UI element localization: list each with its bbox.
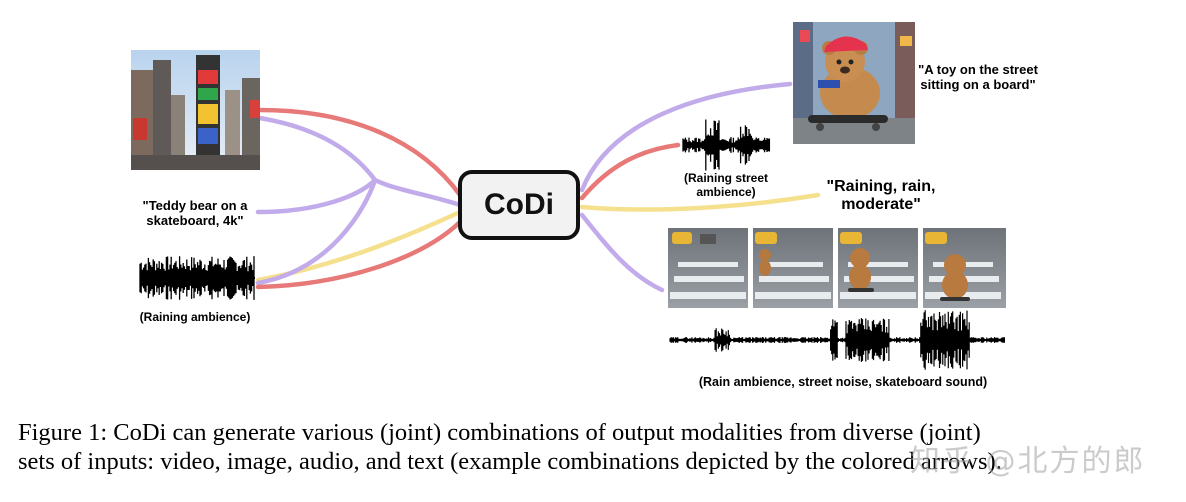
figure-caption: Figure 1: CoDi can generate various (joi… — [18, 418, 1168, 477]
arrow-red-audio-to-codi — [255, 219, 463, 290]
arrow-purple-codi-to-video — [579, 212, 665, 293]
arrow-yellow-codi-to-text — [579, 192, 821, 212]
video-frame-1 — [668, 228, 748, 308]
arrow-purple-audio-to-codi — [255, 177, 378, 286]
output-teddy-image — [793, 22, 915, 144]
video-frame-2 — [753, 228, 833, 308]
input-audio-caption: (Raining ambience) — [139, 310, 251, 324]
arrow-purple-codi-to-image — [579, 81, 793, 193]
output-audio-waveform — [682, 119, 771, 171]
arrow-purple-text-to-codi — [255, 177, 378, 215]
input-text-prompt: "Teddy bear on a skateboard, 4k" — [142, 198, 248, 228]
video-frame-3 — [838, 228, 918, 308]
arrow-red-codi-to-audio — [579, 142, 681, 201]
arrow-red-image-to-codi — [257, 107, 463, 198]
output-arrows — [579, 81, 821, 293]
output-image-text: "A toy on the street sitting on a board" — [918, 62, 1038, 92]
input-street-image — [131, 50, 260, 170]
codi-model-box: CoDi — [458, 170, 580, 240]
input-audio-waveform — [139, 256, 255, 300]
watermark: 知乎 @北方的郎 — [910, 444, 1146, 479]
caption-line-1: Figure 1: CoDi can generate various (joi… — [18, 419, 981, 446]
codi-label: CoDi — [484, 188, 554, 221]
figure-diagram — [131, 22, 1006, 370]
video-frame-4 — [923, 228, 1006, 308]
output-joint-audio-caption: (Rain ambience, street noise, skateboard… — [698, 375, 988, 389]
input-arrows — [255, 107, 463, 290]
output-video-frames — [668, 228, 1006, 308]
output-joint-audio-waveform — [669, 310, 1005, 370]
output-text: "Raining, rain, moderate" — [826, 178, 936, 214]
output-audio-caption: (Raining street ambience) — [683, 171, 768, 199]
caption-line-2: sets of inputs: video, image, audio, and… — [18, 448, 1002, 476]
